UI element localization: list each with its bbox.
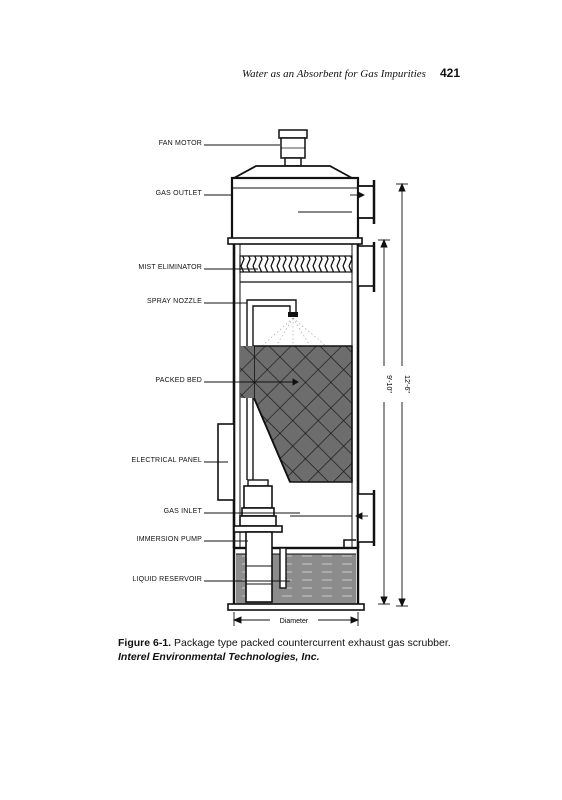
gas-inlet-flange bbox=[290, 490, 376, 546]
figure-label: Figure 6-1. bbox=[118, 637, 172, 649]
pump-assembly bbox=[233, 479, 283, 533]
label-gas-inlet: GAS INLET bbox=[163, 508, 202, 515]
running-title: Water as an Absorbent for Gas Impurities bbox=[242, 68, 426, 80]
page-number: 421 bbox=[439, 66, 460, 80]
label-mist-eliminator: MIST ELIMINATOR bbox=[138, 264, 202, 271]
gas-outlet-section bbox=[227, 176, 376, 245]
top-cap bbox=[233, 165, 353, 179]
caption-text: Package type packed countercurrent exhau… bbox=[174, 637, 451, 649]
figure-caption: Figure 6-1. Package type packed counterc… bbox=[118, 636, 458, 664]
diameter-label: Diameter bbox=[280, 618, 309, 625]
label-gas-outlet: GAS OUTLET bbox=[155, 190, 202, 197]
inner-height-bg bbox=[379, 366, 389, 402]
overall-height-bg bbox=[397, 366, 407, 402]
liquid-reservoir bbox=[227, 531, 365, 611]
label-fan-motor: FAN MOTOR bbox=[158, 140, 202, 147]
label-packed-bed: PACKED BED bbox=[155, 377, 202, 384]
overall-height-dimension: 12'-6" bbox=[403, 375, 410, 393]
leader-lines bbox=[204, 144, 368, 582]
mist-eliminator bbox=[239, 255, 353, 273]
diameter-label-bg bbox=[270, 614, 318, 625]
fan-motor bbox=[278, 129, 308, 167]
inner-height-dimension: 9'-10" bbox=[385, 375, 392, 393]
caption-credit: Interel Environmental Technologies, Inc. bbox=[118, 651, 320, 663]
label-liquid-reservoir: LIQUID RESERVOIR bbox=[132, 576, 202, 583]
running-head: Water as an Absorbent for Gas Impurities… bbox=[230, 66, 460, 80]
label-electrical-panel: ELECTRICAL PANEL bbox=[131, 457, 202, 464]
label-immersion-pump: IMMERSION PUMP bbox=[136, 536, 202, 543]
packed-bed bbox=[253, 345, 353, 483]
label-spray-nozzle: SPRAY NOZZLE bbox=[146, 298, 202, 305]
